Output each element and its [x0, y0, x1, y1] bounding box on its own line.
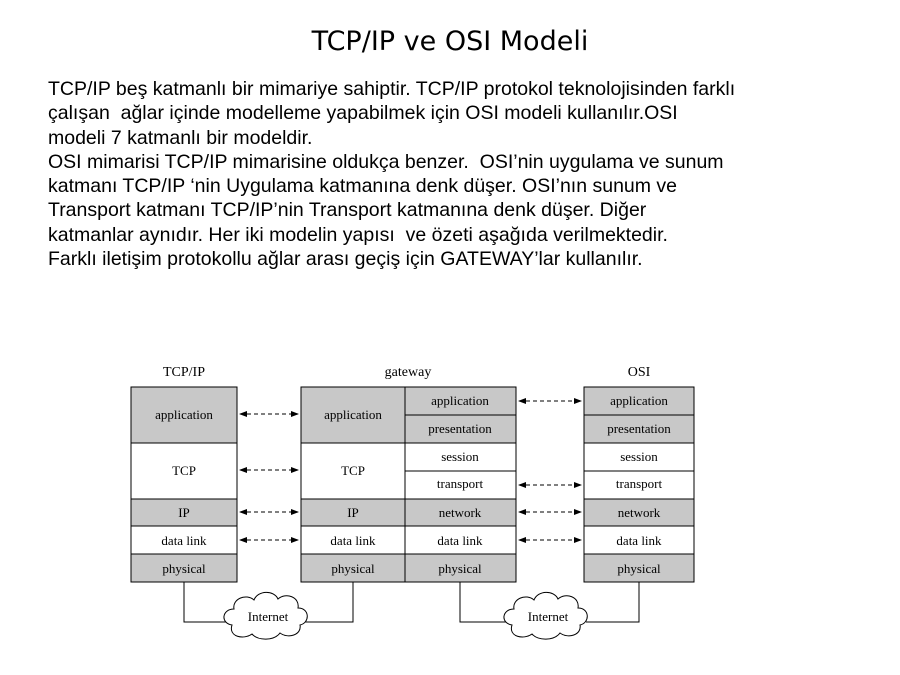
osi-stack: application presentation session transpo…: [583, 386, 695, 583]
tcpip-header: TCP/IP: [163, 365, 205, 380]
gateway-right-label: network: [439, 505, 482, 520]
gateway-osi-transport: [404, 470, 517, 500]
tcpip-label: physical: [162, 561, 206, 576]
cloud-icon: [503, 591, 588, 640]
tcpip-label: application: [155, 407, 213, 422]
tcpip-layer-tcp: [130, 442, 238, 500]
link-line: [183, 582, 232, 623]
link-line: [586, 582, 640, 623]
osi-layer-network: [583, 498, 695, 527]
gateway-left-stack: application TCP IP data link physical: [300, 386, 406, 583]
osi-label: application: [610, 393, 668, 408]
osi-layer-transport: [583, 470, 695, 500]
peer-arrows-right: [518, 398, 582, 543]
gateway-right-label: data link: [437, 533, 483, 548]
cloud-icon: [223, 591, 308, 640]
osi-label: session: [620, 449, 658, 464]
osi-label: network: [618, 505, 661, 520]
paragraph-line: TCP/IP beş katmanlı bir mimariye sahipti…: [48, 78, 736, 100]
internet-cloud-left: Internet: [223, 591, 308, 640]
gateway-left-label: application: [324, 407, 382, 422]
physical-links: [183, 582, 640, 623]
cloud-label: Internet: [528, 609, 569, 624]
gateway-right-label: session: [441, 449, 479, 464]
gateway-right-label: application: [431, 393, 489, 408]
gateway-header: gateway: [385, 365, 432, 380]
osi-layer-physical: [583, 553, 695, 583]
osi-layer-presentation: [583, 414, 695, 444]
gateway-left-label: physical: [331, 561, 375, 576]
paragraph-line: Farklı iletişim protokollu ağlar arası g…: [48, 248, 643, 271]
link-line: [459, 582, 512, 623]
gateway-osi-datalink: [404, 525, 517, 555]
peer-arrows-left: [239, 411, 299, 543]
link-line: [304, 582, 354, 623]
paragraph-line: OSI mimarisi TCP/IP mimarisine oldukça b…: [48, 150, 724, 173]
slide-title: TCP/IP ve OSI Modeli: [311, 26, 589, 57]
gateway-layer-application: [300, 386, 406, 444]
osi-layer-datalink: [583, 525, 695, 555]
osi-layer-application: [583, 386, 695, 416]
paragraph-line: katmanı TCP/IP ‘nin Uygulama katmanına d…: [48, 175, 678, 198]
cloud-label: Internet: [248, 609, 289, 624]
gateway-left-label: data link: [330, 533, 376, 548]
gateway-left-label: TCP: [341, 463, 365, 478]
osi-layer-session: [583, 442, 695, 472]
gateway-osi-presentation: [404, 414, 517, 444]
tcpip-layer-application: [130, 386, 238, 444]
gateway-layer-physical: [300, 553, 406, 583]
gateway-left-label: IP: [347, 505, 359, 520]
paragraph-line: modeli 7 katmanlı bir modeldir.: [48, 126, 313, 149]
osi-header: OSI: [628, 365, 651, 380]
tcpip-stack: application TCP IP data link physical: [130, 386, 238, 583]
tcpip-layer-datalink: [130, 525, 238, 555]
osi-label: presentation: [607, 421, 671, 436]
gateway-right-label: transport: [437, 476, 484, 491]
tcpip-label: IP: [178, 505, 190, 520]
osi-label: transport: [616, 476, 663, 491]
gateway-right-label: physical: [438, 561, 482, 576]
slide-paragraph: TCP/IP beş katmanlı bir mimariye sahipti…: [48, 77, 868, 271]
osi-label: data link: [616, 533, 662, 548]
paragraph-line: çalışan ağlar içinde modelleme yapabilme…: [48, 102, 678, 125]
gateway-osi-application: [404, 386, 517, 416]
tcpip-label: TCP: [172, 463, 196, 478]
tcpip-label: data link: [161, 533, 207, 548]
osi-label: physical: [617, 561, 661, 576]
gateway-osi-physical: [404, 553, 517, 583]
paragraph-line: katmanlar aynıdır. Her iki modelin yapıs…: [48, 223, 668, 246]
gateway-right-stack: application presentation session transpo…: [404, 386, 517, 583]
paragraph-line: Transport katmanı TCP/IP’nin Transport k…: [48, 199, 647, 222]
gateway-layer-ip: [300, 498, 406, 527]
internet-cloud-right: Internet: [503, 591, 588, 640]
gateway-right-label: presentation: [428, 421, 492, 436]
tcpip-osi-diagram: TCP/IP gateway OSI application TCP IP da…: [128, 357, 700, 647]
